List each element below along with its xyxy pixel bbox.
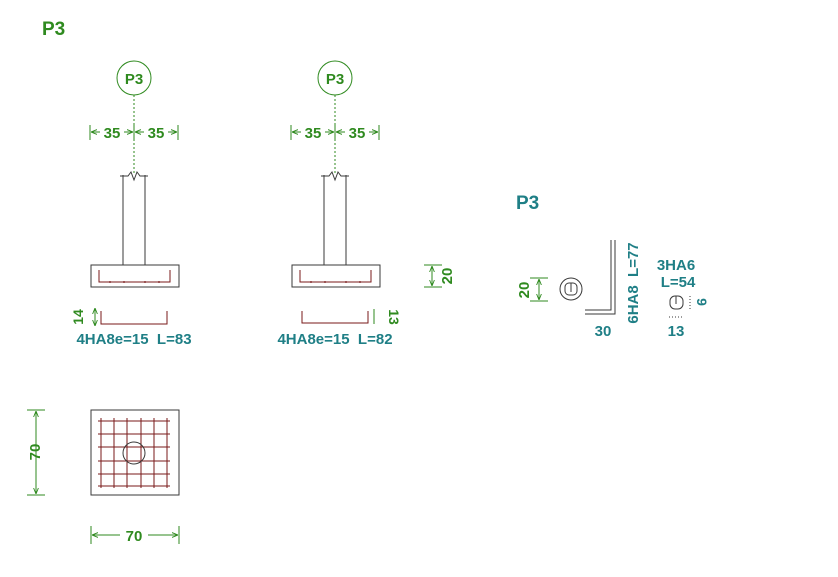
bar-label: 4HA8e=15 L=82 <box>277 331 392 348</box>
height-dim: 20 <box>439 268 456 285</box>
sheet-title: P3 <box>42 19 65 40</box>
vertical-bar-label: 6HA8 L=77 <box>625 242 642 323</box>
dim-right: 35 <box>148 125 165 142</box>
column-marker-label: P3 <box>326 71 344 88</box>
stirrup-label: 3HA6 <box>657 257 695 274</box>
elevation-left: P3 35 35 14 4HA8e=15 L=83 <box>70 60 192 348</box>
bar-label: 4HA8e=15 L=83 <box>76 331 191 348</box>
cover-dim: 14 <box>70 309 86 325</box>
schedule-title: P3 <box>516 193 539 214</box>
bar-length-dim: 30 <box>595 323 612 340</box>
stirrup-width: 13 <box>668 323 685 340</box>
footing-plan: 70 70 <box>27 409 180 545</box>
stirrup-length: L=54 <box>661 274 696 291</box>
schedule-height-dim: 20 <box>516 282 533 299</box>
dim-left: 35 <box>104 125 121 142</box>
dim-right: 35 <box>349 125 366 142</box>
bar-schedule: P3 20 30 6HA8 L=77 3HA6 L=54 13 9 <box>516 193 710 340</box>
column-marker-label: P3 <box>125 71 143 88</box>
stirrup-height: 9 <box>694 298 710 306</box>
elevation-right: P3 35 35 20 13 4HA8e=15 L=82 <box>277 60 456 348</box>
dim-left: 35 <box>305 125 322 142</box>
plan-width-dim: 70 <box>126 528 143 545</box>
cover-dim: 13 <box>386 309 402 325</box>
plan-height-dim: 70 <box>27 444 44 461</box>
